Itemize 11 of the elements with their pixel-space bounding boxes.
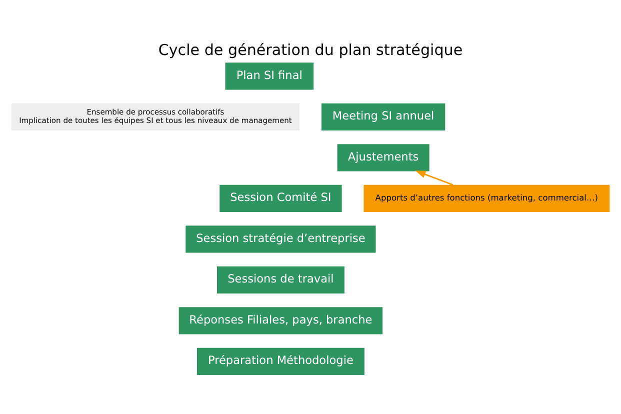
node-box: Session Comité SI [220,184,342,212]
diagram-title: Cycle de génération du plan stratégique [158,40,463,59]
node-box: Préparation Méthodologie [196,347,364,374]
arrow [415,170,454,186]
node-box: Sessions de travail [216,266,344,293]
node-box: Meeting SI annuel [321,102,446,130]
node-box: Session stratégie d’entreprise [186,225,376,252]
node-box: Ajustements [337,144,430,171]
node-box: Apports d’autres fonctions (marketing, commercial…) [364,184,610,212]
node-box: Réponses Filiales, pays, branche [178,306,383,334]
node-box: Plan SI final [225,62,314,90]
